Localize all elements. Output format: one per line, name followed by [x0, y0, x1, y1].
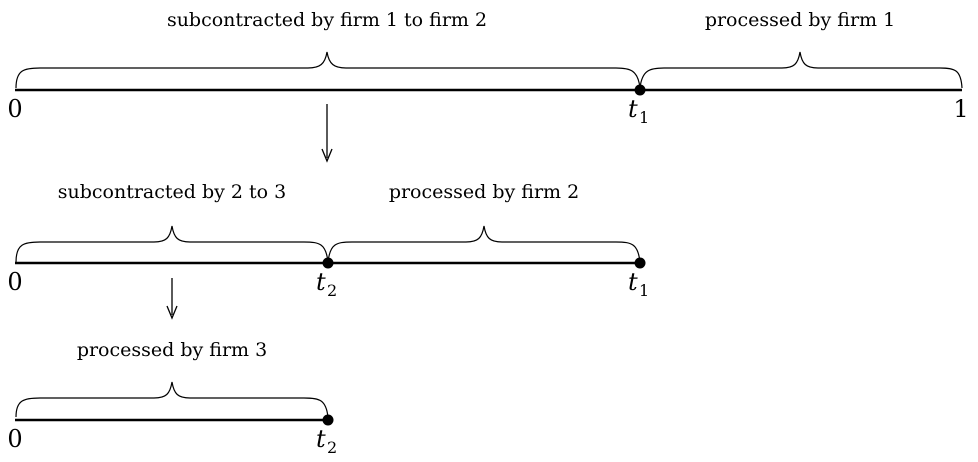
row2-tick-t2: t 2	[316, 268, 337, 300]
row-3: processed by firm 3 0 t 2	[7, 339, 337, 457]
row2-tick-t2-var: t	[316, 268, 326, 296]
row2-left-brace-label: subcontracted by 2 to 3	[58, 181, 287, 203]
row3-brace	[15, 381, 329, 418]
row2-t2-point	[322, 257, 334, 269]
row1-left-brace-label: subcontracted by firm 1 to firm 2	[167, 9, 487, 31]
row1-tick-t1: t 1	[628, 95, 649, 127]
row3-t2-point	[322, 414, 334, 426]
row2-tick-t1-var: t	[628, 268, 638, 296]
row3-tick-t2-var: t	[316, 425, 326, 453]
row1-right-brace-label: processed by firm 1	[705, 9, 895, 31]
row1-left-brace	[15, 51, 641, 89]
row2-tick-t1: t 1	[628, 268, 649, 300]
row1-right-brace	[639, 51, 963, 89]
row2-left-brace	[15, 225, 329, 263]
row1-tick-start: 0	[7, 95, 22, 123]
row3-brace-label: processed by firm 3	[77, 339, 267, 361]
row-2: subcontracted by 2 to 3 processed by fir…	[7, 181, 649, 300]
arrow-row2-to-row3	[166, 278, 178, 320]
row2-t1-point	[634, 257, 646, 269]
row-1: subcontracted by firm 1 to firm 2 proces…	[7, 9, 968, 127]
row2-right-brace	[327, 225, 641, 263]
row3-tick-t2-sub: 2	[327, 438, 337, 457]
row2-tick-start: 0	[7, 268, 22, 296]
row3-tick-start: 0	[7, 425, 22, 453]
row3-tick-t2: t 2	[316, 425, 337, 457]
row2-tick-t1-sub: 1	[639, 281, 649, 300]
row1-t1-point	[634, 84, 646, 96]
row2-right-brace-label: processed by firm 2	[389, 181, 579, 203]
row1-tick-end: 1	[953, 95, 968, 123]
arrow-row1-to-row2	[321, 104, 333, 163]
row1-tick-t1-var: t	[628, 95, 638, 123]
row1-tick-t1-sub: 1	[639, 108, 649, 127]
row2-tick-t2-sub: 2	[327, 281, 337, 300]
